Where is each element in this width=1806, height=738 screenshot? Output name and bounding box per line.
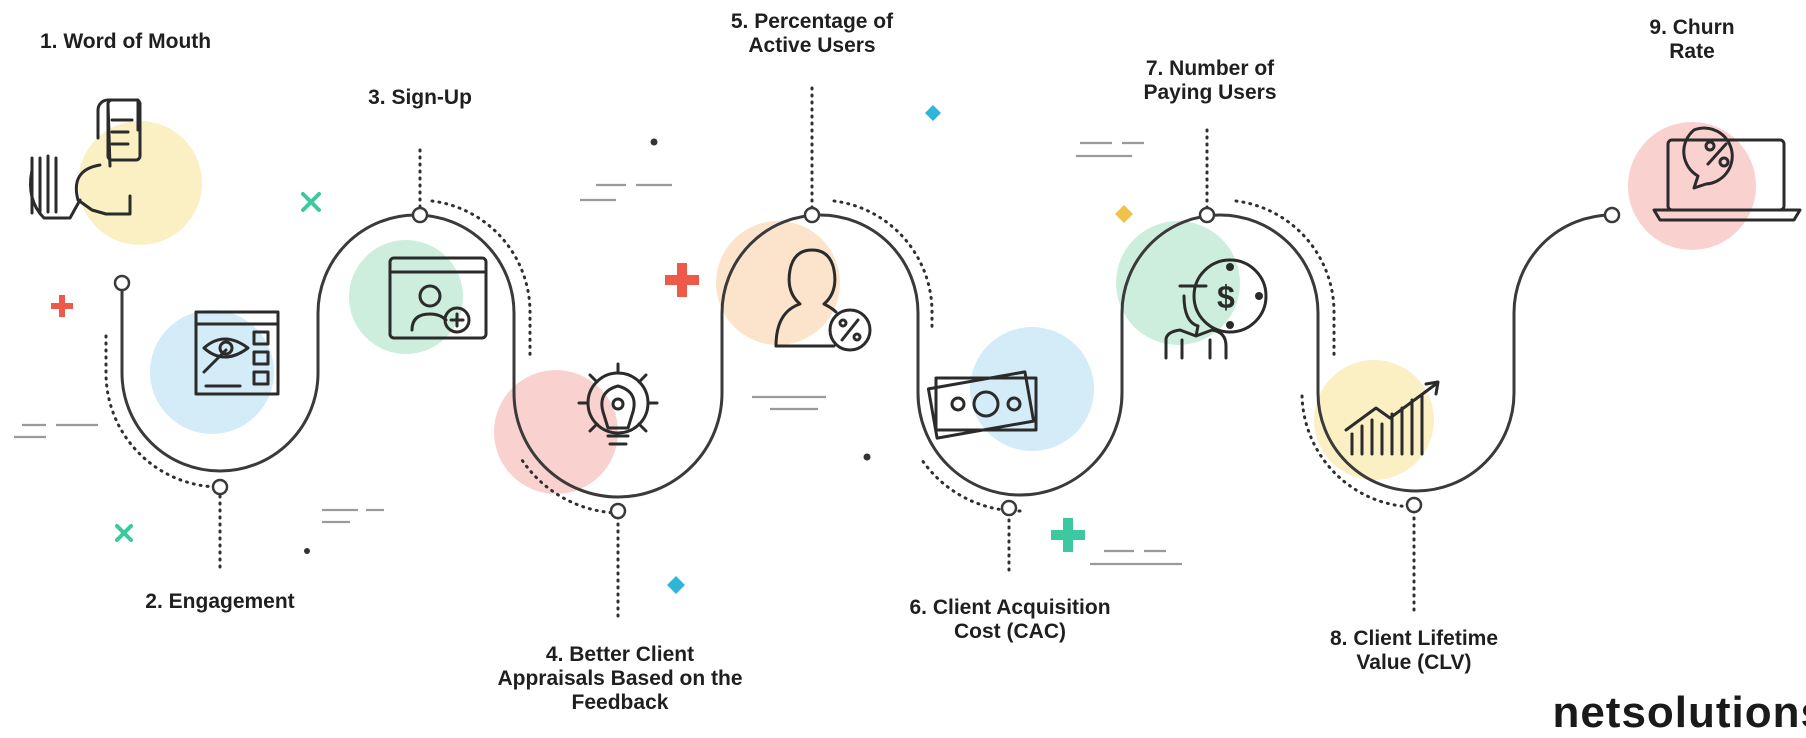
word-of-mouth-icon [29, 98, 142, 220]
step-5-text: 5. Percentage of [692, 10, 932, 34]
paying-user-icon: $ [1164, 258, 1268, 360]
churn-laptop-icon [1652, 126, 1802, 222]
step-5-blob [716, 221, 840, 345]
step-4-line-3: Feedback [571, 691, 669, 714]
sign-up-icon [388, 256, 488, 340]
step-8-node [1405, 496, 1423, 514]
step-9-node [1603, 206, 1621, 224]
step-1-line-1: Word of Mouth [63, 30, 212, 53]
decorative-sparkles [51, 105, 1133, 594]
svg-text:$: $ [1217, 279, 1235, 315]
step-4-label: 4. Better Client Appraisals Based on the… [460, 643, 780, 715]
step-6-line-1: Client Acquisition [932, 596, 1111, 619]
journey-path [120, 213, 1613, 499]
step-2-blob [150, 310, 274, 434]
step-9-text: 9. Churn [1612, 16, 1772, 40]
teal-plus-sparkle [1051, 518, 1085, 552]
step-4-node [609, 502, 627, 520]
step-5-label: 5. Percentage of Active Users [692, 10, 932, 58]
step-3-line-1: Sign-Up [391, 86, 472, 109]
step-9-label: 9. Churn Rate [1612, 16, 1772, 64]
step-2-text: 2. Engagement [100, 590, 340, 614]
step-8-number: 8. [1329, 627, 1348, 650]
background-blobs [78, 121, 1756, 494]
step-4-line-2: Appraisals Based on the [497, 667, 743, 690]
gold-diamond-sparkle [1115, 205, 1133, 223]
teal-x-sparkle [115, 192, 321, 542]
step-4-line-1: Better Client [569, 643, 695, 666]
step-2-node [211, 478, 229, 496]
growth-chart-icon [1344, 380, 1440, 456]
brand-logo: netsolutions [1552, 688, 1806, 737]
step-8-line-1: Client Lifetime [1353, 627, 1499, 650]
step-3-text: 3. Sign-Up [300, 86, 540, 110]
path-nodes [113, 206, 1621, 520]
step-2-number: 2. [145, 590, 163, 613]
step-7-text: 7. Number of [1090, 57, 1330, 81]
step-6-line-2: Cost (CAC) [954, 620, 1066, 643]
step-8-text: 8. Client Lifetime [1284, 627, 1544, 651]
step-1-node [113, 274, 131, 292]
step-1-number: 1. [40, 30, 58, 53]
step-3-node [411, 206, 429, 224]
step-5-node [803, 206, 821, 224]
step-7-line-1: Number of [1169, 57, 1275, 80]
step-2-line-1: Engagement [168, 590, 295, 613]
step-3-label: 3. Sign-Up [300, 86, 540, 110]
step-8-blob [1314, 360, 1434, 480]
step-9-line-1: Churn [1672, 16, 1735, 39]
step-5-line-2: Active Users [748, 34, 876, 57]
step-5-number: 5. [730, 10, 749, 33]
icons: $ [29, 98, 1802, 456]
step-8-label: 8. Client Lifetime Value (CLV) [1284, 627, 1544, 675]
step-8-line-2: Value (CLV) [1356, 651, 1472, 674]
step-7-number: 7. [1145, 57, 1164, 80]
step-4-text: 4. Better Client [460, 643, 780, 667]
step-6-number: 6. [909, 596, 927, 619]
step-7-blob [1116, 221, 1240, 345]
step-6-blob [970, 327, 1094, 451]
step-6-label: 6. Client Acquisition Cost (CAC) [870, 596, 1150, 644]
step-7-line-2: Paying Users [1143, 81, 1277, 104]
step-7-label: 7. Number of Paying Users [1090, 57, 1330, 105]
step-5-line-1: Percentage of [754, 10, 894, 33]
active-user-percent-icon [774, 248, 872, 352]
money-bills-icon [926, 370, 1038, 440]
dot-sparkle [304, 138, 871, 554]
step-1-text: 1. Word of Mouth [40, 30, 211, 54]
step-9-number: 9. [1649, 16, 1667, 39]
step-3-number: 3. [368, 86, 386, 109]
step-6-node [1000, 499, 1018, 517]
label-leaders [218, 86, 1416, 622]
step-7-node [1198, 206, 1216, 224]
blue-diamond-sparkle [667, 105, 941, 594]
step-3-blob [349, 240, 463, 354]
step-6-text: 6. Client Acquisition [870, 596, 1150, 620]
step-4-number: 4. [545, 643, 564, 666]
engagement-icon [194, 310, 280, 396]
step-9-line-2: Rate [1669, 40, 1715, 63]
lightbulb-gear-icon [577, 362, 659, 446]
metrics-flow-diagram: $ [14, 86, 1802, 622]
red-plus-sparkle [51, 263, 699, 317]
decorative-dashes [14, 141, 1182, 566]
step-1-label: 1. Word of Mouth [40, 30, 211, 54]
step-2-label: 2. Engagement [100, 590, 340, 614]
